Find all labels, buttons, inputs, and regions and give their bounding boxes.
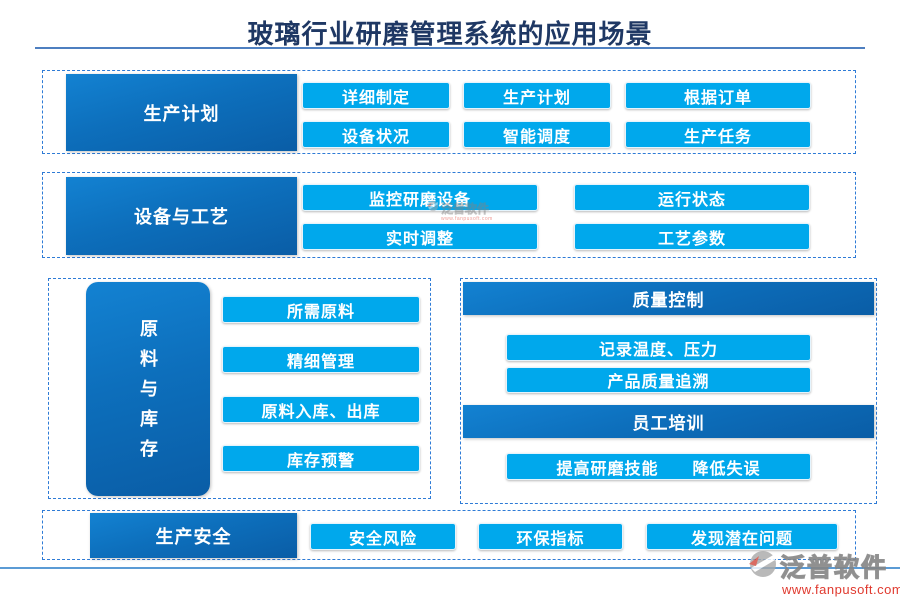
section-equipment-process: 设备与工艺 监控研磨设备 运行状态 实时调整 工艺参数 泛普软件 www.fan… [42,172,856,258]
pill-running-status: 运行状态 [574,184,810,211]
pill-process-params: 工艺参数 [574,223,810,250]
bottom-divider [0,567,900,569]
section-production-safety: 生产安全 安全风险 环保指标 发现潜在问题 [42,510,856,560]
title-divider [35,47,865,49]
fanpu-logo-icon [748,549,778,584]
pill-find-potential-issues: 发现潜在问题 [646,523,838,550]
production-safety-header: 生产安全 [90,513,297,558]
page-title: 玻璃行业研磨管理系统的应用场景 [247,19,653,49]
equipment-process-header: 设备与工艺 [66,177,297,255]
staff-training-header: 员工培训 [463,405,874,438]
pill-inventory-warning: 库存预警 [222,445,420,472]
pill-production-tasks: 生产任务 [625,121,811,148]
pill-record-temp-pressure: 记录温度、压力 [506,334,811,361]
fanpu-logo-icon [427,199,439,217]
quality-control-header: 质量控制 [463,282,874,315]
pill-realtime-adjust: 实时调整 [302,223,538,250]
pill-detail-planning: 详细制定 [302,82,450,109]
watermark-brand: 泛普软件 [779,553,889,582]
training-reduce-error-label: 降低失误 [692,460,761,478]
section-quality-training: 质量控制 记录温度、压力 产品质量追溯 员工培训 提高研磨技能 降低失误 [460,278,877,504]
pill-fine-management: 精细管理 [222,346,420,373]
training-improve-skill-label: 提高研磨技能 [556,460,659,478]
pill-environment-index: 环保指标 [478,523,623,550]
watermark-url: www.fanpusoft.com [441,216,493,222]
pill-quality-trace: 产品质量追溯 [506,367,811,393]
material-inventory-header: 原料与库存 [86,282,210,496]
pill-material-in-out: 原料入库、出库 [222,396,420,423]
watermark-url: www.fanpusoft.com [782,582,900,597]
pill-required-materials: 所需原料 [222,296,420,323]
watermark-brand: 泛普软件 [441,201,490,216]
pill-training-benefits: 提高研磨技能 降低失误 [506,453,811,480]
pill-safety-risk: 安全风险 [310,523,456,550]
section-material-inventory: 原料与库存 所需原料 精细管理 原料入库、出库 库存预警 [48,278,431,499]
pill-monitor-grinding: 监控研磨设备 [302,184,538,211]
section-production-plan: 生产计划 详细制定 生产计划 根据订单 设备状况 智能调度 生产任务 [42,70,856,154]
pill-production-plan: 生产计划 [463,82,611,109]
production-plan-header: 生产计划 [66,74,297,151]
pill-smart-scheduling: 智能调度 [463,121,611,148]
pill-by-order: 根据订单 [625,82,811,109]
pill-equipment-status: 设备状况 [302,121,450,148]
watermark-fanpu: 泛普软件 www.fanpusoft.com [748,548,900,597]
watermark-mini: 泛普软件 www.fanpusoft.com [427,199,493,222]
